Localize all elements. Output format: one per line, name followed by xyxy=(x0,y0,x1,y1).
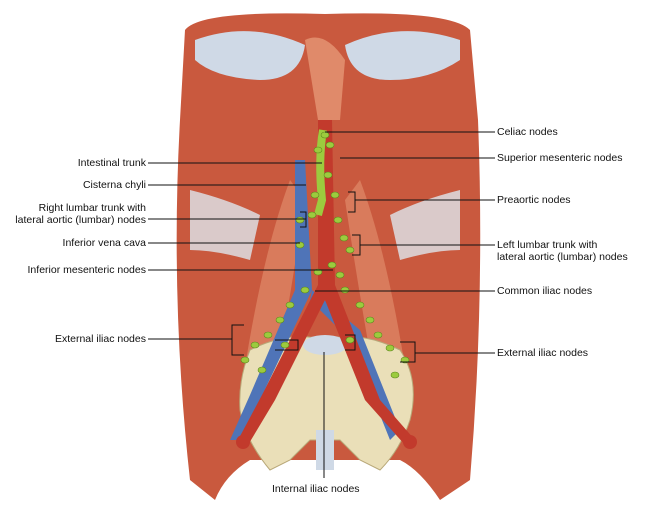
label-celiac-nodes: Celiac nodes xyxy=(497,126,558,138)
label-intestinal-trunk: Intestinal trunk xyxy=(78,157,146,169)
lymph-node xyxy=(263,331,273,339)
quadratus-right xyxy=(390,190,460,260)
esophagus xyxy=(305,37,345,120)
lymph-node xyxy=(345,336,355,344)
diaphragm-dome-left xyxy=(195,31,305,80)
lymph-node xyxy=(313,146,323,154)
label-line: Celiac nodes xyxy=(497,126,558,138)
label-line: Cisterna chyli xyxy=(82,179,146,191)
label-preaortic-nodes: Preaortic nodes xyxy=(497,194,571,206)
thoracic-duct xyxy=(314,129,327,217)
lymph-node xyxy=(355,301,365,309)
lymph-node xyxy=(345,246,355,254)
lymph-node xyxy=(365,316,375,324)
label-line: Inferior vena cava xyxy=(62,237,146,249)
leader-lines xyxy=(148,131,495,478)
label-internal-iliac-nodes: Internal iliac nodes xyxy=(272,483,360,495)
label-line: External iliac nodes xyxy=(497,347,589,359)
lymph-node xyxy=(257,366,267,374)
lymph-node xyxy=(295,216,305,224)
lymph-nodes xyxy=(240,131,410,379)
label-external-iliac-nodes-left: External iliac nodes xyxy=(55,333,146,345)
label-line: Common iliac nodes xyxy=(497,285,593,297)
lymph-node xyxy=(285,301,295,309)
vena-cava xyxy=(230,160,312,440)
label-inferior-mesenteric-nodes: Inferior mesenteric nodes xyxy=(28,264,146,276)
lymph-node xyxy=(339,234,349,242)
lymph-node xyxy=(280,341,290,349)
artery-end-left xyxy=(236,435,250,449)
lymph-node xyxy=(390,371,400,379)
label-line: lateral aortic (lumbar) nodes xyxy=(497,251,628,263)
lymph-node xyxy=(300,286,310,294)
label-cisterna-chyli: Cisterna chyli xyxy=(83,179,146,191)
lymph-node xyxy=(335,271,345,279)
lymph-node xyxy=(275,316,285,324)
lymph-node xyxy=(340,286,350,294)
lymph-node xyxy=(327,261,337,269)
lymph-node xyxy=(325,141,335,149)
label-inferior-vena-cava: Inferior vena cava xyxy=(63,237,146,249)
label-line: Preaortic nodes xyxy=(497,194,571,206)
lymph-node xyxy=(320,131,330,139)
label-line: lateral aortic (lumbar) nodes xyxy=(15,214,146,226)
label-line: Internal iliac nodes xyxy=(272,483,360,495)
label-line: Superior mesenteric nodes xyxy=(497,152,623,164)
label-line: Right lumbar trunk with xyxy=(38,202,146,214)
label-line: Intestinal trunk xyxy=(77,157,146,169)
lymph-node xyxy=(307,211,317,219)
aorta xyxy=(238,120,415,445)
artery-end-right xyxy=(403,435,417,449)
label-line: External iliac nodes xyxy=(54,333,146,345)
lymph-node xyxy=(373,331,383,339)
label-line: Inferior mesenteric nodes xyxy=(27,264,146,276)
lymph-node xyxy=(385,344,395,352)
lymph-node xyxy=(240,356,250,364)
lymph-node xyxy=(250,341,260,349)
lymph-node xyxy=(323,171,333,179)
lymph-node xyxy=(333,216,343,224)
coccyx xyxy=(316,430,334,470)
label-superior-mesenteric-nodes: Superior mesenteric nodes xyxy=(497,152,622,164)
label-common-iliac-nodes: Common iliac nodes xyxy=(497,285,592,297)
lymph-node xyxy=(310,191,320,199)
lymph-node xyxy=(330,191,340,199)
label-line: Left lumbar trunk with xyxy=(497,239,598,251)
sacral-promontory xyxy=(303,335,347,355)
label-external-iliac-nodes-right: External iliac nodes xyxy=(497,347,588,359)
diaphragm-dome-right xyxy=(345,31,460,80)
